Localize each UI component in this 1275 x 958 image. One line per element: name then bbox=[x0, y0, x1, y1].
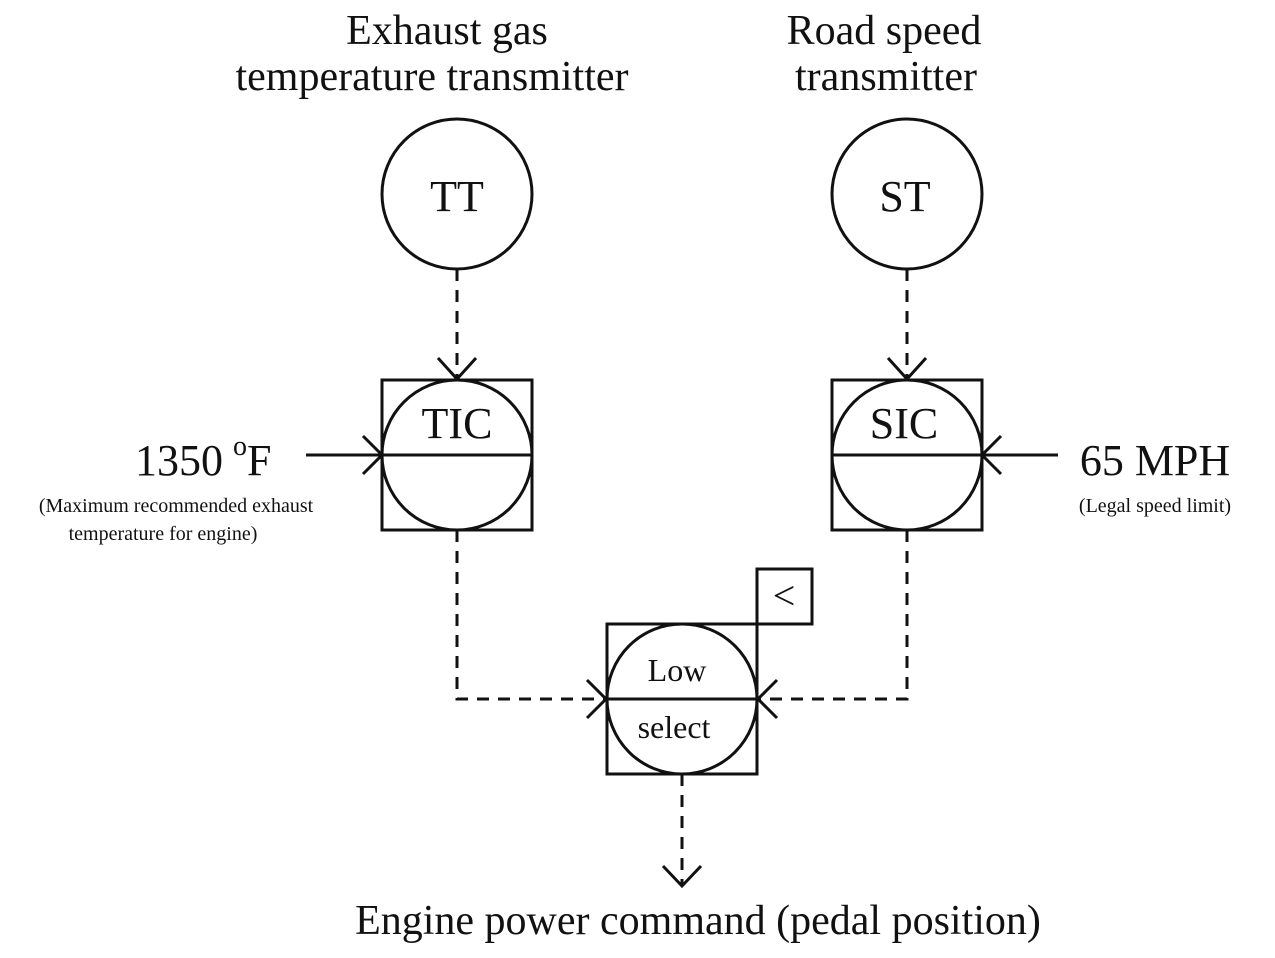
output-label: Engine power command (pedal position) bbox=[355, 898, 1041, 944]
low-select-line1: Low bbox=[648, 652, 707, 688]
function-symbol: < bbox=[773, 573, 796, 618]
low-select-line2: select bbox=[638, 709, 711, 745]
sic-setpoint-arrow bbox=[979, 434, 1003, 476]
tic-controller: TIC bbox=[380, 378, 534, 532]
speed-setpoint: 65 MPH (Legal speed limit) bbox=[1079, 436, 1231, 517]
speed-setpoint-value: 65 MPH bbox=[1080, 436, 1230, 485]
sic-tag: SIC bbox=[870, 399, 938, 448]
temperature-setpoint-note-line2: temperature for engine) bbox=[69, 523, 258, 545]
output-arrow bbox=[661, 864, 703, 889]
st-tag: ST bbox=[879, 172, 930, 221]
temperature-setpoint-note-line1: (Maximum recommended exhaust bbox=[39, 495, 314, 517]
tt-tag: TT bbox=[430, 172, 484, 221]
tic-to-selector-signal bbox=[455, 530, 606, 701]
tic-setpoint-arrow bbox=[361, 434, 385, 476]
st-bubble: ST bbox=[830, 117, 984, 271]
low-select-block: Low select < bbox=[605, 567, 814, 776]
tt-title-line2: temperature transmitter bbox=[236, 54, 629, 100]
function-symbol-box bbox=[755, 567, 814, 626]
speed-setpoint-note: (Legal speed limit) bbox=[1079, 495, 1231, 517]
tt-bubble: TT bbox=[380, 117, 534, 271]
tic-tag: TIC bbox=[422, 399, 493, 448]
st-title-line2: transmitter bbox=[795, 54, 977, 100]
st-title-line1: Road speed bbox=[787, 8, 982, 54]
tt-title-line1: Exhaust gas bbox=[346, 8, 548, 54]
sic-to-selector-signal bbox=[758, 530, 909, 701]
sic-controller: SIC bbox=[830, 378, 984, 532]
